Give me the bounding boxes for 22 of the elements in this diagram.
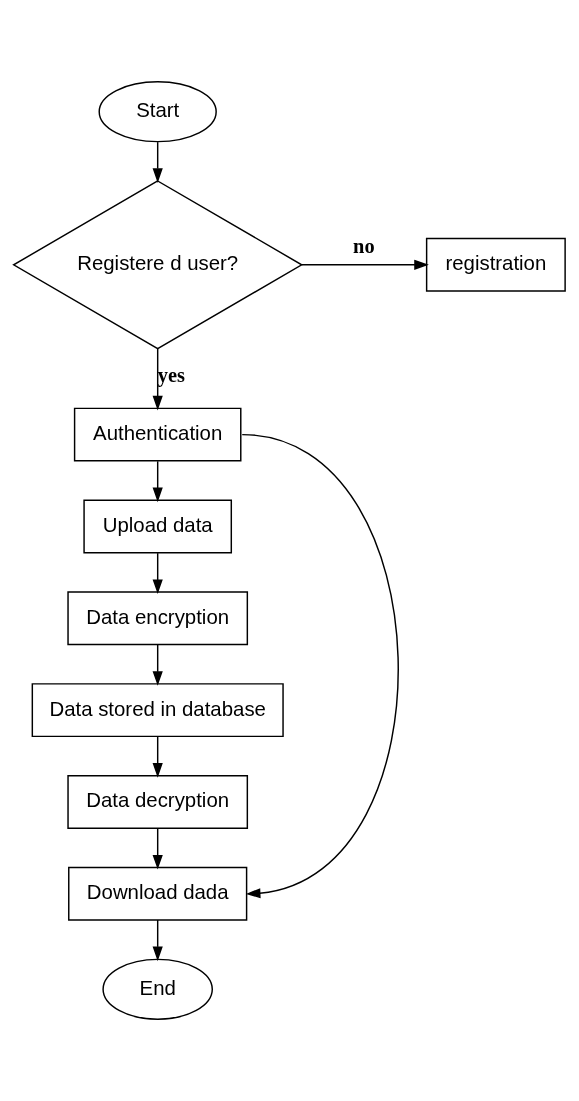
- arrow: [152, 348, 163, 411]
- arrow: [152, 644, 163, 686]
- node-ellipse: End: [102, 958, 213, 1020]
- node-diamond: Registere d user?: [12, 180, 304, 350]
- arrow: [152, 141, 163, 183]
- arrow: [152, 919, 163, 962]
- arrow: [152, 460, 163, 503]
- node-box: Authentication: [73, 407, 242, 462]
- arrow: [241, 433, 399, 899]
- arrow: [300, 259, 429, 270]
- arrow: [152, 736, 163, 778]
- node-box: Download dada: [68, 866, 248, 921]
- node-box: Data encryption: [67, 591, 249, 646]
- edge-label: no: [353, 235, 375, 258]
- node-box: registration: [425, 237, 566, 292]
- arrow: [152, 827, 163, 870]
- node-box: Data stored in database: [31, 683, 284, 738]
- node-box: Upload data: [83, 499, 233, 554]
- arrow: [152, 552, 163, 595]
- node-ellipse: Start: [98, 81, 217, 143]
- edge-label: yes: [157, 364, 185, 387]
- node-box: Data decryption: [67, 775, 249, 829]
